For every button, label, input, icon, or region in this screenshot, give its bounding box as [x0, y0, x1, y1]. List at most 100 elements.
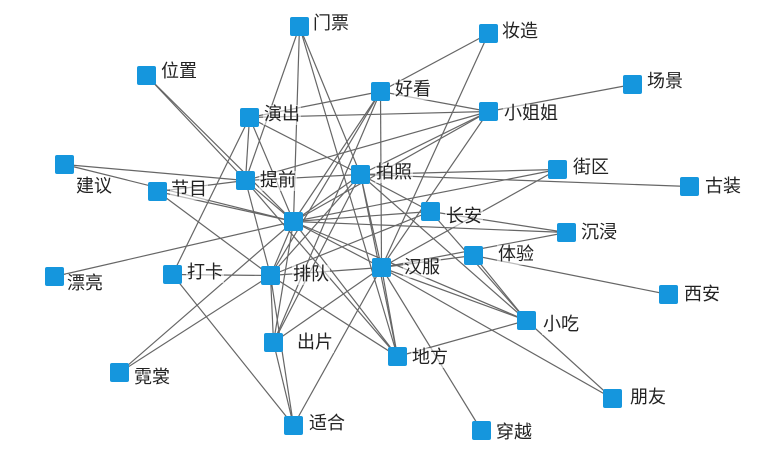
node-label-xiaojiejie: 小姐姐 — [503, 103, 559, 124]
node-xiaojiejie[interactable] — [479, 102, 498, 121]
node-label-paidui: 排队 — [292, 264, 330, 285]
node-label-chenjin: 沉浸 — [580, 222, 618, 243]
node-label-shihe: 适合 — [308, 413, 346, 434]
node-label-chuanyue: 穿越 — [495, 422, 533, 443]
node-paidui[interactable] — [261, 266, 280, 285]
node-label-changan: 长安 — [445, 206, 483, 227]
node-jiequ[interactable] — [548, 160, 567, 179]
node-label-difang: 地方 — [411, 347, 449, 368]
node-label-jiemu: 节目 — [170, 179, 208, 200]
edge-yanchu-paizhao — [249, 116, 361, 176]
node-label-yanchu: 演出 — [263, 104, 301, 125]
node-label-tiqian: 提前 — [259, 170, 297, 191]
edge-changan-xiaochi — [430, 211, 527, 321]
node-jiemu[interactable] — [148, 182, 167, 201]
node-pengyou[interactable] — [603, 389, 622, 408]
node-label-piaoliang: 漂亮 — [66, 273, 104, 294]
edge-xiaojiejie-tiqian — [245, 110, 489, 182]
node-hub[interactable] — [284, 212, 303, 231]
edge-hub-chupian — [272, 221, 295, 343]
node-haokan[interactable] — [371, 82, 390, 101]
node-label-haokan: 好看 — [394, 79, 432, 100]
edge-chupian-shihe — [272, 342, 295, 426]
edge-haokan-paidui — [269, 91, 382, 276]
node-chuanyue[interactable] — [472, 421, 491, 440]
edge-hanfu-pengyou — [381, 266, 613, 400]
node-xiaochi[interactable] — [517, 311, 536, 330]
node-label-zhuangzao: 妆造 — [501, 21, 539, 42]
node-weizhi[interactable] — [137, 66, 156, 85]
edge-paidui-chupian — [269, 275, 275, 343]
node-changan[interactable] — [421, 202, 440, 221]
edge-haokan-hub — [293, 91, 381, 222]
node-guzhuang[interactable] — [680, 177, 699, 196]
edge-hub-piaoliang — [54, 220, 294, 278]
edge-changan-hub — [293, 210, 431, 223]
node-label-xian: 西安 — [683, 284, 721, 305]
edge-changan-paizhao — [360, 173, 431, 213]
edge-yanchu-tiqian — [244, 117, 251, 181]
node-daka[interactable] — [163, 265, 182, 284]
edge-haokan-chupian — [272, 91, 382, 343]
node-label-menpiao: 门票 — [312, 13, 350, 34]
node-changjing[interactable] — [623, 75, 642, 94]
node-xian[interactable] — [659, 285, 678, 304]
edge-jianyi-tiqian — [64, 163, 246, 182]
edge-tiyan-xiaochi — [473, 255, 527, 321]
edge-paidui-nishang — [119, 274, 271, 374]
edge-weizhi-tiqian — [146, 75, 246, 181]
edge-yanchu-hub — [248, 117, 295, 222]
node-label-xiaochi: 小吃 — [542, 314, 580, 335]
edge-hub-difang — [293, 221, 398, 357]
node-piaoliang[interactable] — [45, 267, 64, 286]
node-label-weizhi: 位置 — [160, 61, 198, 82]
edge-hanfu-difang — [380, 267, 399, 357]
edge-paizhao-chupian — [272, 174, 362, 343]
node-nishang[interactable] — [110, 363, 129, 382]
node-label-chupian: 出片 — [296, 332, 334, 353]
edge-jiequ-hub — [293, 168, 558, 223]
edge-menpiao-paizhao — [298, 26, 362, 175]
edge-changan-paidui — [270, 210, 431, 277]
node-zhuangzao[interactable] — [479, 24, 498, 43]
node-label-jiequ: 街区 — [572, 157, 610, 178]
node-chenjin[interactable] — [557, 223, 576, 242]
edge-menpiao-tiqian — [244, 26, 301, 181]
edge-xiaojiejie-hanfu — [381, 111, 489, 268]
edge-paizhao-guzhuang — [360, 173, 690, 188]
edge-paizhao-paidui — [270, 174, 361, 276]
node-tiqian[interactable] — [236, 171, 255, 190]
node-label-jianyi: 建议 — [75, 176, 113, 197]
node-hanfu[interactable] — [372, 258, 391, 277]
node-label-pengyou: 朋友 — [629, 387, 667, 408]
edge-paizhao-xiaochi — [360, 174, 527, 321]
node-label-paizhao: 拍照 — [375, 162, 413, 183]
node-yanchu[interactable] — [240, 108, 259, 127]
node-label-tiyan: 体验 — [497, 244, 535, 265]
node-menpiao[interactable] — [290, 17, 309, 36]
edge-tiqian-paidui — [244, 180, 272, 276]
edge-menpiao-difang — [298, 26, 399, 357]
node-label-daka: 打卡 — [186, 262, 224, 283]
edge-jiemu-paidui — [157, 191, 271, 276]
node-label-hanfu: 汉服 — [403, 257, 441, 278]
edge-xiaochi-pengyou — [526, 320, 613, 399]
node-tiyan[interactable] — [464, 246, 483, 265]
edge-zhuangzao-hanfu — [380, 33, 490, 268]
node-label-guzhuang: 古装 — [704, 176, 742, 197]
edge-hub-chenjin — [293, 220, 567, 234]
edge-daka-shihe — [172, 274, 294, 426]
edge-yanchu-daka — [171, 117, 251, 275]
node-shihe[interactable] — [284, 416, 303, 435]
node-chupian[interactable] — [264, 333, 283, 352]
edge-hanfu-shihe — [292, 267, 383, 426]
node-label-nishang: 霓裳 — [133, 367, 171, 388]
edge-hub-nishang — [119, 221, 294, 373]
node-jianyi[interactable] — [55, 155, 74, 174]
edge-hub-hanfu — [293, 220, 382, 269]
node-difang[interactable] — [388, 347, 407, 366]
node-paizhao[interactable] — [351, 165, 370, 184]
edge-hanfu-chupian — [273, 267, 382, 343]
node-label-changjing: 场景 — [646, 71, 684, 92]
